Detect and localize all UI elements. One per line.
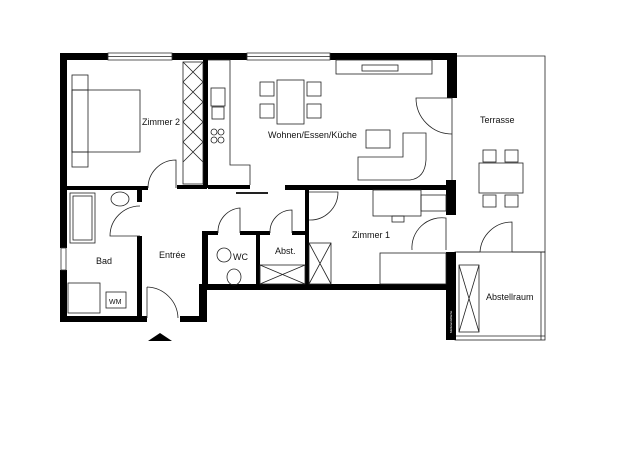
- label-wohnen: Wohnen/Essen/Küche: [268, 130, 357, 140]
- label-zimmer2: Zimmer 2: [142, 117, 180, 127]
- label-zimmer1: Zimmer 1: [352, 230, 390, 240]
- label-bad: Bad: [96, 256, 112, 266]
- label-abstellraum: Abstellraum: [486, 292, 534, 302]
- label-abst: Abst.: [275, 246, 296, 256]
- doors: [109, 97, 513, 319]
- label-terrasse: Terrasse: [480, 115, 515, 125]
- entrance-arrow-icon: [148, 333, 172, 341]
- label-entree: Entrée: [159, 250, 186, 260]
- furniture: [67, 59, 524, 333]
- walls: [60, 53, 457, 340]
- label-wm: WM: [109, 299, 122, 306]
- label-small-vertical: Müllstandsfläche: [449, 310, 453, 333]
- windows: [60, 52, 453, 271]
- label-wc: WC: [233, 252, 248, 262]
